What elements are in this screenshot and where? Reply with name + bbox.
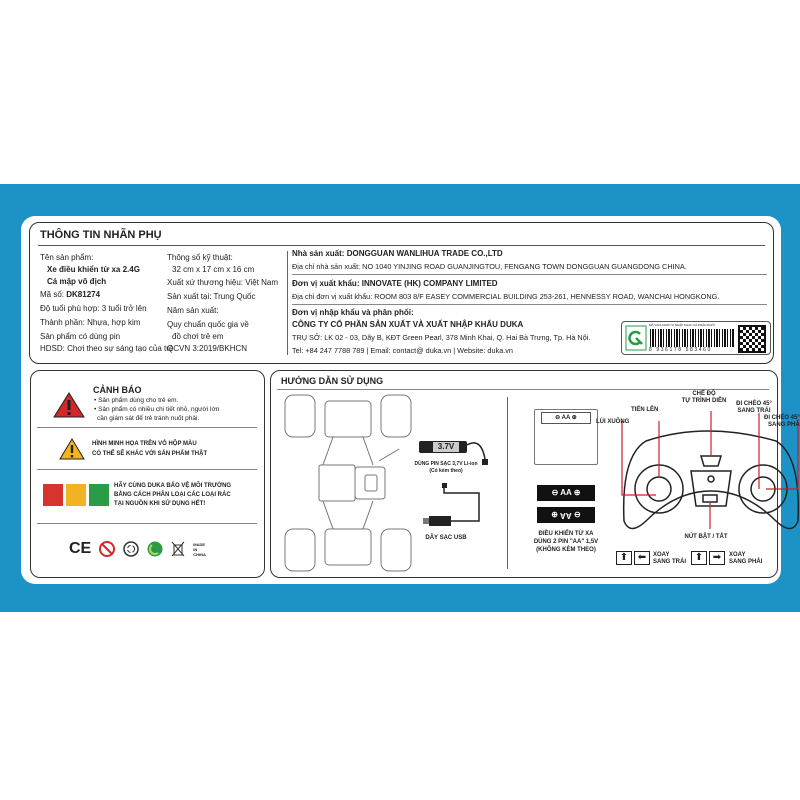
exporter-address: Địa chỉ đơn vị xuất khẩu: ROOM 803 8/F E… — [292, 292, 720, 301]
manufacturer-label: Nhà sản xuất: — [292, 249, 345, 258]
illustration-note: HÌNH MINH HỌA TRÊN VỎ HỘP MÀU — [92, 441, 197, 447]
info-product-name-2: Cá mập vô địch — [47, 277, 107, 286]
warning-item: • Sản phẩm có nhiều chi tiết nhỏ, người … — [94, 406, 220, 413]
exporter: INNOVATE (HK) COMPANY LIMITED — [361, 279, 498, 288]
battery-caption: DÙNG PIN SẠC 3,7V Li-ion — [414, 461, 478, 467]
barcode-number: 8 936178 583460 — [649, 347, 712, 353]
battery-wire-icon — [467, 442, 488, 465]
rotate-left-label: SANG TRÁI — [653, 559, 686, 565]
forward-label: TIẾN LÊN — [631, 407, 659, 413]
contact-info: Tel: +84 247 7788 789 | Email: contact@ … — [292, 346, 513, 355]
aa-battery-icon: ⊖ AA ⊕ — [537, 485, 595, 501]
guide-title: HƯỚNG DẪN SỬ DỤNG — [281, 376, 384, 386]
rotate-left-label: XOAY — [653, 552, 670, 558]
info-battery: Sản phẩm có dùng pin — [40, 332, 121, 341]
demo-label: TỰ TRÌNH DIỄN — [681, 398, 727, 404]
info-code: DK81274 — [66, 290, 101, 299]
made-in-label: MADE IN CHINA — [193, 541, 206, 557]
ce-mark-icon: CE — [69, 540, 92, 557]
manufacturer: DONGGUAN WANLIHUA TRADE CO.,LTD — [346, 249, 503, 258]
remote-controller-icon — [621, 411, 800, 530]
info-spec: 32 cm x 17 cm x 16 cm — [172, 265, 255, 274]
rotate-right-label: XOAY — [729, 552, 746, 558]
aa-label: AA — [560, 511, 572, 520]
info-standard: Quy chuẩn quốc gia về — [167, 320, 249, 329]
warning-red-icon — [53, 392, 85, 418]
rotate-right-label: SANG PHẢI — [729, 559, 763, 565]
warning-yellow-icon — [59, 438, 85, 460]
info-age: Độ tuổi phù hợp: 3 tuổi trở lên — [40, 304, 147, 313]
diag-right-label: ĐI CHÉO 45° — [764, 415, 800, 421]
recycle-note: BẰNG CÁCH PHÂN LOẠI CÁC LOẠI RÁC — [114, 492, 231, 498]
battery-compartment-icon: ⊖ AA ⊕ — [534, 409, 598, 465]
illustration-note: CÓ THỂ SẼ KHÁC VỚI SẢN PHẨM THẬT — [92, 451, 208, 457]
rotate-right-keys-icon: ⬆➡ — [691, 551, 725, 565]
info-spec-label: Thông số kỹ thuật: — [167, 253, 233, 262]
green-dot-icon — [147, 541, 163, 557]
importer-label: Đơn vị nhập khẩu và phân phối: — [292, 308, 414, 317]
no-small-children-icon — [99, 541, 116, 557]
importer: CÔNG TY CỔ PHẦN SẢN XUẤT VÀ XUẤT NHẬP KH… — [292, 320, 524, 329]
barcode-icon — [650, 329, 734, 347]
battery-voltage: 3.7V — [433, 442, 459, 452]
barcode-caption: MÃ VẠCH ĐƠN VỊ NHẬP KHẨU VÀ PHÂN PHỐI — [649, 323, 715, 327]
certification-icons: CE MADE IN CHINA — [69, 541, 209, 557]
usb-cable-icon — [423, 483, 480, 526]
label-card: THÔNG TIN NHÃN PHỤ Tên sản phẩm: Xe điều… — [21, 216, 800, 584]
info-usage: HDSD: Chơi theo sự sáng tạo của trẻ — [40, 344, 174, 353]
exporter-label: Đơn vị xuất khẩu: — [292, 279, 360, 288]
power-label: NÚT BẬT / TẮT — [684, 534, 728, 540]
weee-bin-icon — [171, 541, 185, 557]
aa-label: AA — [560, 488, 572, 497]
diag-right-label: SANG PHẢI — [768, 422, 800, 428]
warning-item: cần giám sát để trẻ tránh nuốt phải. — [97, 415, 200, 422]
recycle-icon — [123, 541, 139, 557]
barcode-panel: MÃ VẠCH ĐƠN VỊ NHẬP KHẨU VÀ PHÂN PHỐI 8 … — [621, 321, 771, 355]
info-brand-origin: Xuất xứ thương hiệu: Việt Nam — [167, 278, 278, 287]
warning-item: • Sản phẩm dùng cho trẻ em. — [94, 397, 179, 404]
diag-left-label: SANG TRÁI — [737, 408, 771, 414]
backward-label: LÙI XUỐNG — [596, 419, 630, 425]
remote-caption: (KHÔNG KÈM THEO) — [536, 547, 596, 553]
manufacturer-address: Địa chỉ nhà sản xuất: NO 1040 YINJING RO… — [292, 262, 687, 271]
info-product-label: Tên sản phẩm: — [40, 253, 94, 262]
info-standard-code: QCVN 3:2019/BKHCN — [167, 344, 248, 353]
info-code-label: Mã số: — [40, 290, 65, 299]
qr-logo-icon — [625, 325, 647, 351]
info-title: THÔNG TIN NHÃN PHỤ — [40, 229, 162, 241]
importer-address: TRỤ SỞ: LK 02 - 03, Dãy B, KĐT Green Pea… — [292, 333, 591, 342]
remote-caption: ĐIỀU KHIỂN TỪ XA — [538, 531, 594, 537]
battery-37v-icon: 3.7V — [419, 441, 467, 453]
demo-label: CHẾ ĐỘ — [692, 391, 716, 397]
qr-code-icon — [738, 325, 766, 353]
warning-title: CẢNH BÁO — [93, 385, 142, 395]
aa-battery-icon: ⊕ AA ⊖ — [537, 507, 595, 523]
diag-left-label: ĐI CHÉO 45° — [736, 401, 772, 407]
info-standard-2: đồ chơi trẻ em — [172, 332, 224, 341]
warning-section: CẢNH BÁO • Sản phẩm dùng cho trẻ em. • S… — [30, 370, 265, 578]
guide-section: HƯỚNG DẪN SỬ DỤNG 3.7V DÙNG PIN SẠC 3,7V… — [270, 370, 800, 578]
remote-caption: DÙNG 2 PIN "AA" 1,5V — [533, 539, 599, 545]
recycle-note: HÃY CÙNG DUKA BẢO VỆ MÔI TRƯỜNG — [114, 483, 232, 489]
info-year: Năm sản xuất: — [167, 306, 219, 315]
info-product-name: Xe điều khiển từ xa 2.4G — [47, 265, 140, 274]
info-made-in: Sản xuất tại: Trung Quốc — [167, 292, 256, 301]
car-illustration — [284, 394, 412, 572]
usb-caption: DÂY SẠC USB — [425, 535, 467, 541]
recycle-note: TẠI NGUỒN KHI SỬ DỤNG HẾT! — [114, 501, 206, 507]
battery-caption: (Có kèm theo) — [429, 468, 463, 474]
info-section: THÔNG TIN NHÃN PHỤ Tên sản phẩm: Xe điều… — [29, 222, 774, 364]
aa-label: AA — [561, 415, 571, 421]
info-material: Thành phần: Nhựa, hợp kim — [40, 318, 141, 327]
rotate-left-keys-icon: ⬆⬅ — [616, 551, 650, 565]
